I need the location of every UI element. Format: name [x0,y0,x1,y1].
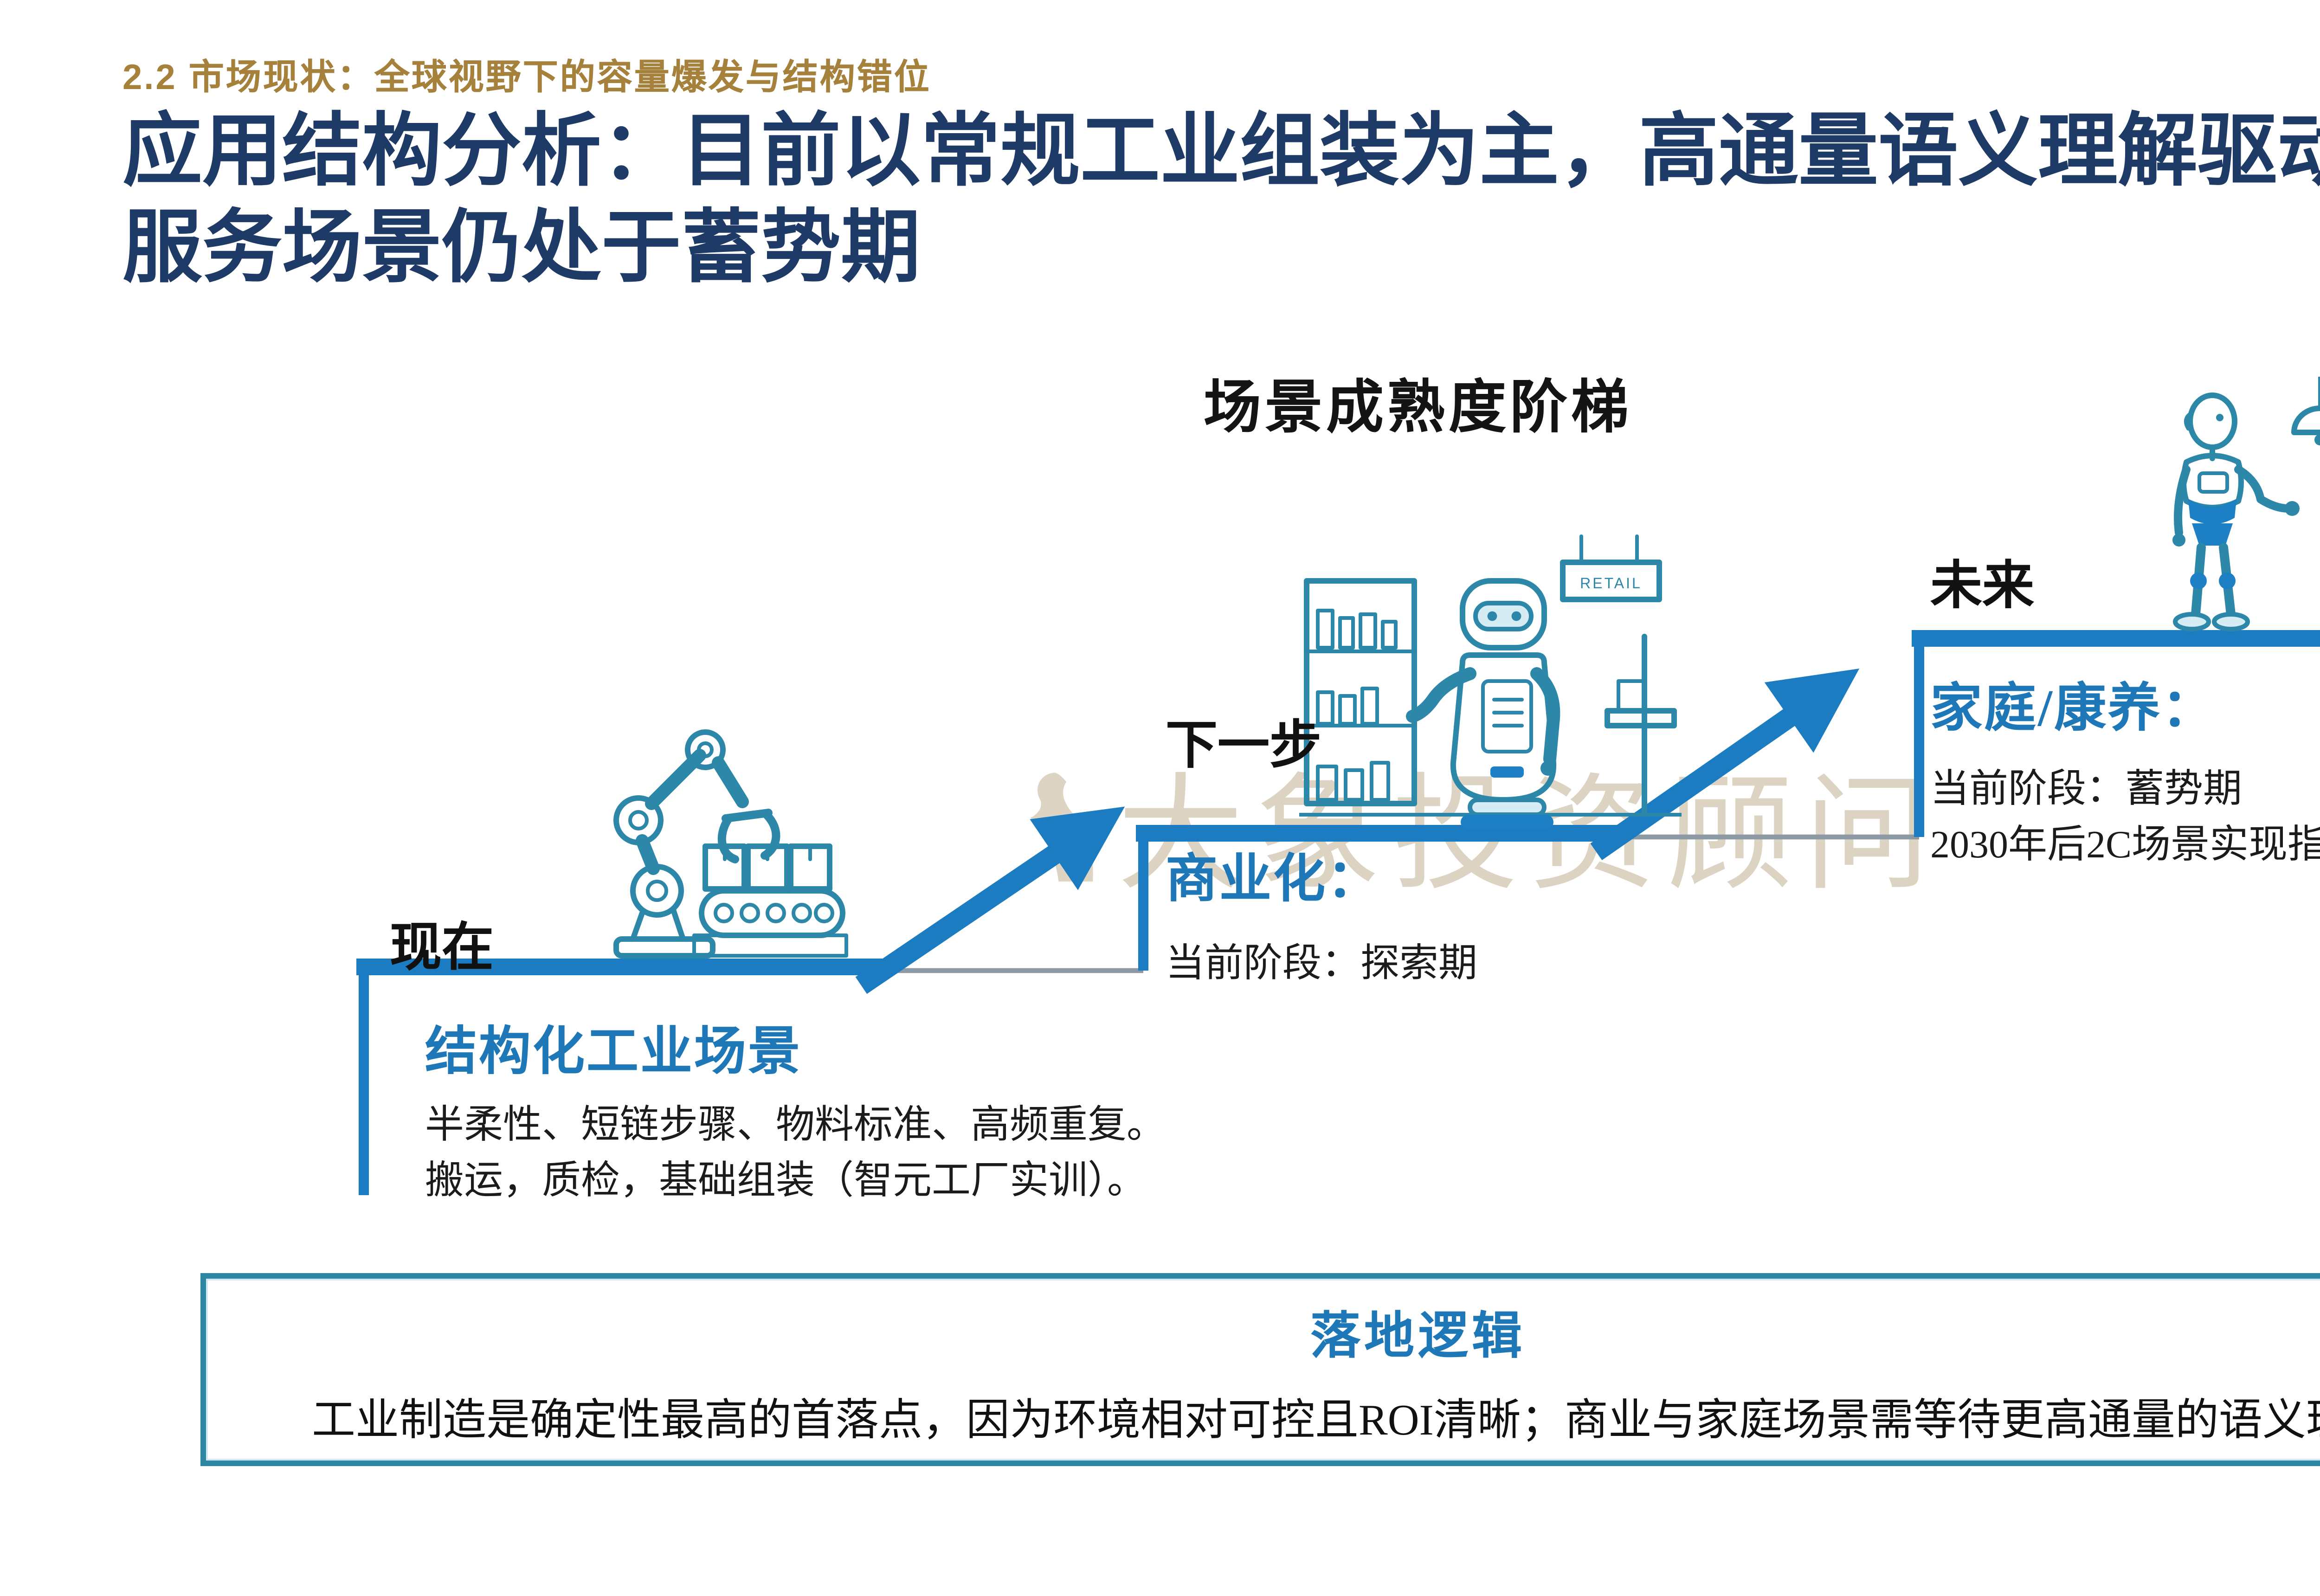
step3-line1: 当前阶段：蓄势期 [1930,766,2242,811]
step2-heading: 商业化： [1166,852,1381,909]
landing-logic-body: 工业制造是确定性最高的首落点，因为环境相对可控且ROI清晰；商业与家庭场景需等待… [312,1397,2320,1446]
step1-heading: 结构化工业场景 [425,1024,802,1082]
page-title-line1: 应用结构分析：目前以常规工业组装为主，高通量语义理解驱动的复杂 [122,108,2320,197]
step3-heading: 家庭/康养： [1930,681,2216,739]
care-robot-icon [2172,377,2320,631]
growth-arrow-2-icon [1590,669,1860,861]
growth-arrow-1-icon [855,806,1125,994]
step1-time-label: 现在 [390,920,494,978]
diagram-title: 场景成熟度阶梯 [1204,375,1632,440]
step3-time-label: 未来 [1930,559,2035,616]
step1-line1: 半柔性、短链步骤、物料标准、高频重复。 [425,1102,1166,1147]
retail-sign-label: RETAIL [1580,575,1642,592]
step1-line2: 搬运，质检，基础组装（智元工厂实训）。 [425,1158,1146,1203]
page-title: 应用结构分析：目前以常规工业组装为主，高通量语义理解驱动的复杂 服务场景仍处于蓄… [122,104,2320,299]
step3-text: 家庭/康养： 当前阶段：蓄势期 2030年后2C场景实现指数级增长。 [1930,668,2320,874]
section-eyebrow: 2.2 市场现状：全球视野下的容量爆发与结构错位 [122,59,931,98]
robot-arm-icon [613,729,848,959]
landing-logic-box: 落地逻辑 工业制造是确定性最高的首落点，因为环境相对可控且ROI清晰；商业与家庭… [200,1273,2320,1466]
step2-text: 商业化： 当前阶段：探索期 [1166,839,1477,992]
step1-text: 结构化工业场景 半柔性、短链步骤、物料标准、高频重复。 搬运，质检，基础组装（智… [425,1011,1166,1210]
step3-line2: 2030年后2C场景实现指数级增长。 [1930,823,2320,868]
landing-logic-title: 落地逻辑 [1310,1308,1526,1364]
step2-line1: 当前阶段：探索期 [1166,941,1477,985]
page-title-line2: 服务场景仍处于蓄势期 [122,205,921,294]
service-robot-icon: RETAIL [1299,534,1682,830]
step2-time-label: 下一步 [1166,718,1322,776]
